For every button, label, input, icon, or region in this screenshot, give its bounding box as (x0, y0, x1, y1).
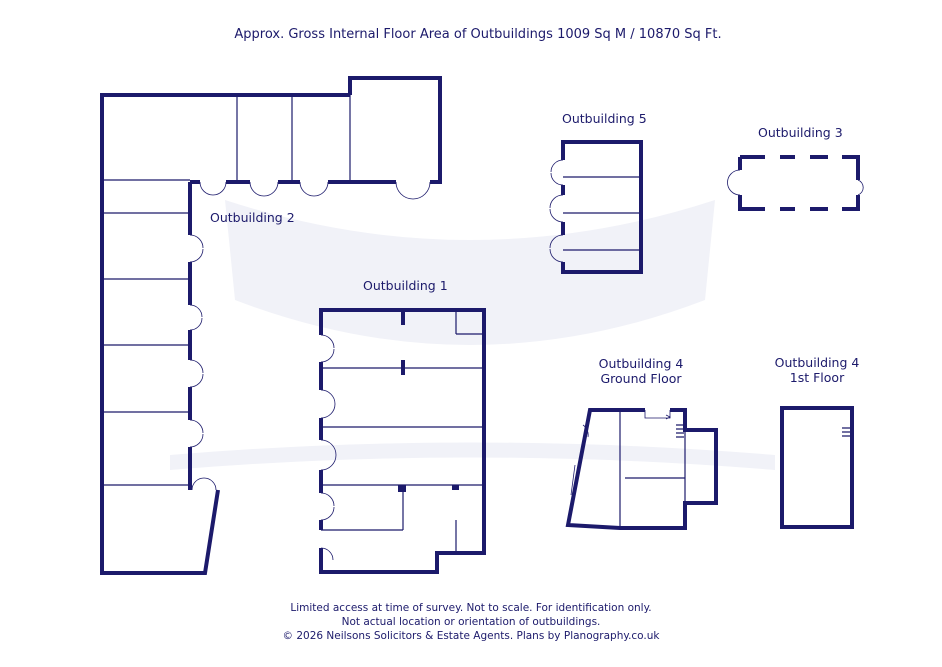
label-outbuilding-2: Outbuilding 2 (210, 210, 295, 225)
outbuilding-2-plan (100, 76, 442, 575)
outbuilding-4-first-plan (780, 406, 854, 529)
label-outbuilding-5: Outbuilding 5 (562, 111, 647, 126)
footer-disclaimer: Limited access at time of survey. Not to… (290, 602, 652, 614)
outbuilding-5-plan (549, 140, 643, 274)
label-outbuilding-3: Outbuilding 3 (758, 125, 843, 140)
outbuilding-3-plan (727, 155, 864, 211)
label-outbuilding-4-ground-floor: Ground Floor (600, 371, 682, 386)
footer-notes: Limited access at time of survey. Not to… (282, 601, 659, 643)
page-title: Approx. Gross Internal Floor Area of Out… (234, 27, 722, 42)
outbuilding-1-plan (319, 308, 486, 574)
footer-location-note: Not actual location or orientation of ou… (341, 616, 601, 628)
footer-copyright: © 2026 Neilsons Solicitors & Estate Agen… (282, 630, 660, 642)
outbuilding-4-ground-plan (565, 408, 718, 530)
label-outbuilding-4-first-floor: 1st Floor (789, 370, 845, 385)
label-outbuilding-1: Outbuilding 1 (363, 278, 448, 293)
label-outbuilding-4-ground-name: Outbuilding 4 (598, 356, 684, 371)
label-outbuilding-4-first-name: Outbuilding 4 (774, 355, 860, 370)
label-outbuilding-4-ground: Outbuilding 4 Ground Floor (599, 356, 684, 386)
label-outbuilding-4-first: Outbuilding 4 1st Floor (775, 355, 860, 385)
